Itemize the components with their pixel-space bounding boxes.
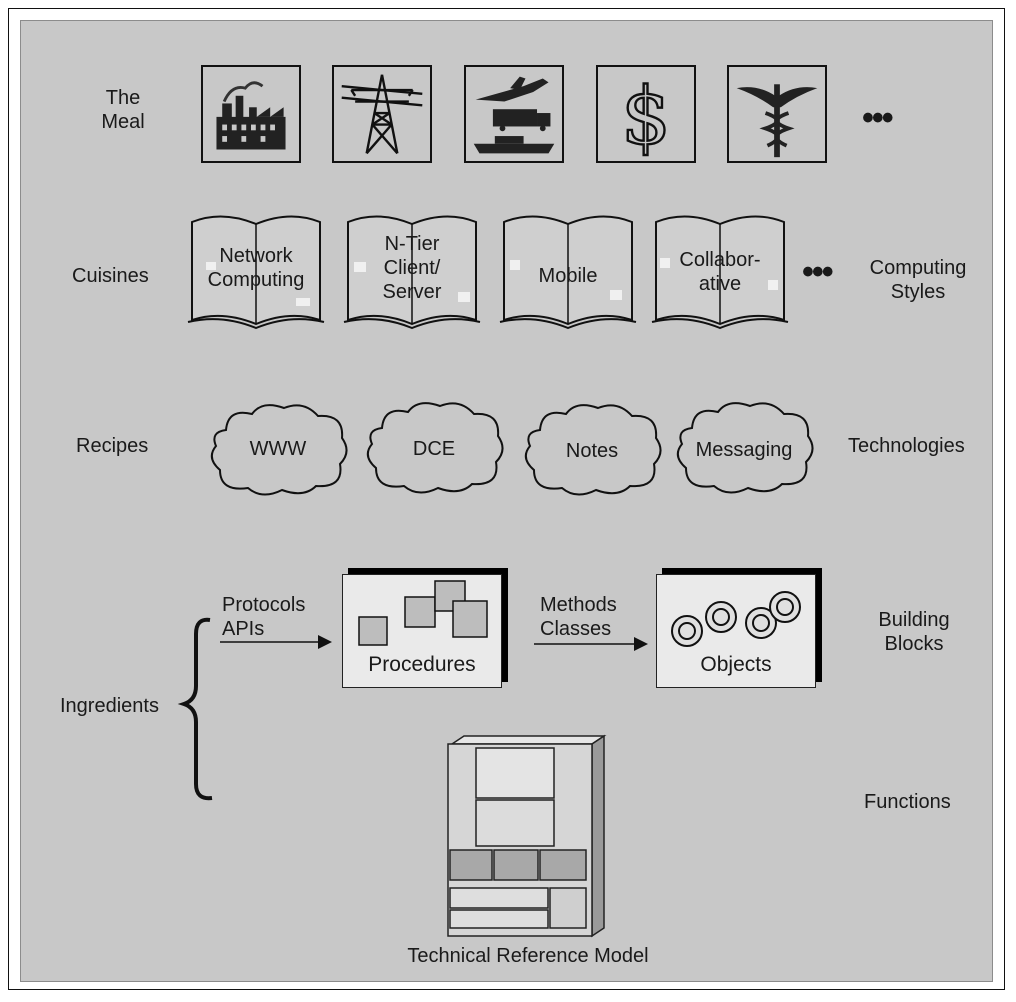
label-methods-classes: Methods Classes: [540, 594, 617, 640]
cloud-dce: DCE: [360, 398, 508, 498]
methods-arrow-head: [634, 637, 648, 651]
cloud-www: WWW: [204, 400, 352, 500]
ingredients-brace: [177, 617, 213, 801]
book-n-tier-client-server: N-Tier Client/ Server: [342, 210, 482, 335]
label-protocols-apis: Protocols APIs: [222, 594, 306, 640]
caduceus-icon: [727, 65, 827, 163]
cloud-label: Notes: [565, 440, 619, 462]
cloud-notes: Notes: [518, 400, 666, 500]
procedures-label: Procedures: [368, 653, 476, 676]
cloud-label: WWW: [249, 438, 307, 460]
label-the-meal: The Meal: [101, 87, 145, 133]
objects-label: Objects: [700, 653, 772, 676]
transport-icon: [464, 65, 564, 163]
protocols-arrow-head: [318, 635, 332, 649]
label-ingredients: Ingredients: [60, 695, 159, 717]
svg-text:$: $: [621, 71, 671, 161]
objects-block: Objects: [656, 574, 816, 688]
label-technologies: Technologies: [848, 435, 965, 457]
book-mobile: Mobile: [498, 210, 638, 335]
book-label: Collabor- ative: [679, 249, 761, 295]
power-tower-icon: [332, 65, 432, 163]
procedures-block: Procedures: [342, 574, 502, 688]
book-label: Network Computing: [207, 245, 305, 291]
trm-caption: Technical Reference Model: [407, 945, 649, 967]
label-building-blocks: Building Blocks: [878, 609, 950, 655]
book-network-computing: Network Computing: [186, 210, 326, 335]
book-label: Mobile: [538, 265, 598, 287]
dollar-icon: $: [596, 65, 696, 163]
objects-rings: [671, 591, 801, 647]
label-functions: Functions: [864, 791, 951, 813]
book-label: N-Tier Client/ Server: [382, 233, 442, 303]
cloud-label: Messaging: [695, 439, 793, 461]
factory-icon: [201, 65, 301, 163]
label-cuisines: Cuisines: [72, 265, 149, 287]
procedures-squares: [358, 580, 488, 646]
label-recipes: Recipes: [76, 435, 149, 457]
label-computing-styles: Computing Styles: [869, 257, 967, 303]
cloud-label: DCE: [412, 438, 456, 460]
book-collaborative: Collabor- ative: [650, 210, 790, 335]
cloud-messaging: Messaging: [670, 398, 818, 498]
